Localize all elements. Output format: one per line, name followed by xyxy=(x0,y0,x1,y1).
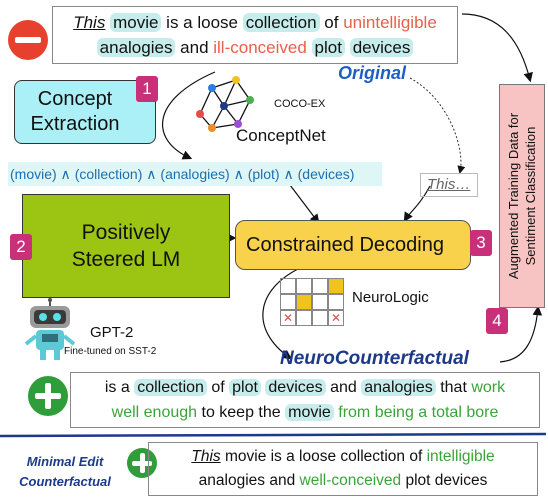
original-sentence: This movie is a loose collection of unin… xyxy=(73,13,437,57)
constrained-decoding-box: Constrained Decoding xyxy=(235,220,471,270)
augmented-data-label: Augmented Training Data for Sentiment Cl… xyxy=(506,112,538,280)
plus-icon-neuro xyxy=(28,376,68,416)
step-badge-2: 2 xyxy=(10,234,32,260)
prefix-text: This… xyxy=(427,176,471,193)
highlighted-concept: devices xyxy=(265,379,326,396)
sentence-text: to keep the xyxy=(197,404,286,421)
coco-ex-label: COCO-EX xyxy=(274,98,326,110)
sentence-text: and xyxy=(325,379,362,396)
highlighted-concept: plot xyxy=(229,379,261,396)
highlighted-concept: analogies xyxy=(96,38,176,57)
positive-phrase: intelligible xyxy=(426,448,495,465)
highlighted-concept: devices xyxy=(349,38,414,57)
step-badge-1: 1 xyxy=(136,76,158,102)
highlighted-concept: collection xyxy=(134,379,207,396)
positive-phrase: well enough xyxy=(111,404,198,421)
concept-chain: (movie) ∧ (collection) ∧ (analogies) ∧ (… xyxy=(8,162,382,186)
sentence-text xyxy=(307,38,312,57)
concept-extraction-label: Concept Extraction xyxy=(30,88,120,135)
highlighted-concept: plot xyxy=(311,38,345,57)
neurocounterfactual-box: is a collection of plot devices and anal… xyxy=(70,372,540,428)
plus-icon-minimal xyxy=(127,448,157,478)
augmented-data-box: Augmented Training Data for Sentiment Cl… xyxy=(499,84,545,308)
neurologic-grid-icon: ✕✕ xyxy=(280,278,344,326)
step-badge-3: 3 xyxy=(470,230,492,256)
original-label: Original xyxy=(338,63,407,83)
negative-phrase: unintelligible xyxy=(343,13,437,32)
neurologic-label: NeuroLogic xyxy=(352,289,429,306)
robot-icon xyxy=(24,298,76,360)
highlighted-concept: analogies xyxy=(361,379,436,396)
positive-phrase: well-conceived xyxy=(299,472,402,489)
neurocounterfactual-label: NeuroCounterfactual xyxy=(280,348,469,369)
minimal-edit-label: Minimal Edit Counterfactual xyxy=(19,454,111,489)
positively-steered-lm-box: Positively Steered LM xyxy=(22,194,230,298)
original-sentence-box: This movie is a loose collection of unin… xyxy=(52,6,458,64)
positively-steered-lm-label: Positively Steered LM xyxy=(71,221,181,271)
minus-icon xyxy=(8,20,48,60)
constrained-decoding-label: Constrained Decoding xyxy=(246,233,444,256)
sentence-text: and xyxy=(175,38,214,57)
step-badge-4: 4 xyxy=(486,308,508,334)
negative-phrase: ill-conceived xyxy=(213,38,307,57)
positive-phrase: work xyxy=(471,379,506,396)
sentence-text: analogies and xyxy=(198,472,300,489)
highlighted-concept: movie xyxy=(110,13,162,32)
concept-extraction-box: Concept Extraction xyxy=(14,80,156,144)
sentence-text: plot devices xyxy=(401,472,488,489)
sentence-text: is a loose xyxy=(161,13,243,32)
minimal-edit-sentence: This movie is a loose collection of inte… xyxy=(191,448,494,489)
gpt2-label: GPT-2 xyxy=(90,324,134,341)
conceptnet-label: ConceptNet xyxy=(236,126,326,145)
sentence-text: of xyxy=(206,379,230,396)
sentence-text: is a xyxy=(104,379,135,396)
highlighted-concept: movie xyxy=(285,404,334,421)
sentence-text xyxy=(345,38,350,57)
prefix-box: This… xyxy=(420,173,478,197)
minimal-edit-box: This movie is a loose collection of inte… xyxy=(148,442,538,496)
sentence-text: of xyxy=(319,13,344,32)
highlighted-concept: collection xyxy=(242,13,320,32)
neurocounterfactual-sentence: is a collection of plot devices and anal… xyxy=(105,379,505,421)
prefix-word: This xyxy=(191,448,221,465)
prefix-word: This xyxy=(73,13,106,32)
sentence-text: that xyxy=(435,379,472,396)
sentence-text: movie is a loose collection of xyxy=(220,448,427,465)
conceptnet-graph-icon xyxy=(196,76,254,132)
gpt2-sublabel: Fine-tuned on SST-2 xyxy=(64,346,157,357)
positive-phrase: from being a total bore xyxy=(333,404,499,421)
